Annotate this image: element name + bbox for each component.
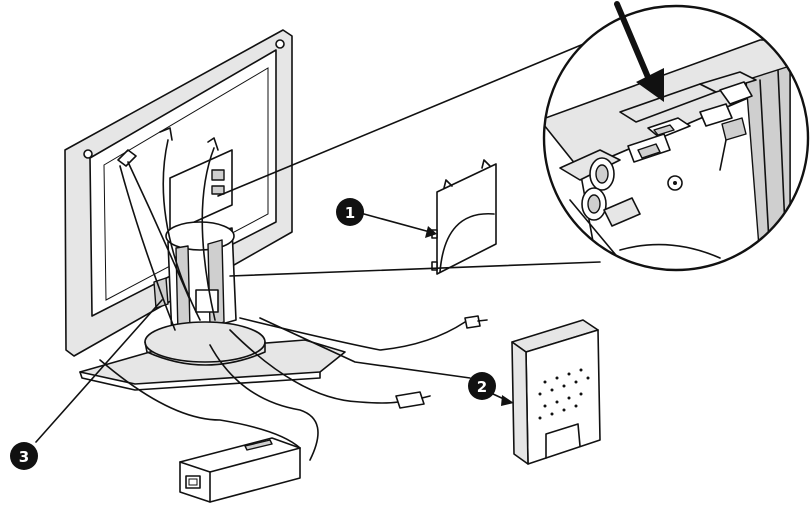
callout-label: 1: [345, 204, 355, 222]
detail-magnifier: [542, 4, 810, 272]
monitor: [64, 29, 346, 391]
connector-cover: [431, 159, 497, 275]
callout-badge-2: 2: [468, 372, 496, 400]
rca-plug-icon: [464, 315, 481, 329]
down-arrow-icon: [614, 1, 664, 102]
screw-icon: [83, 149, 93, 159]
callout-label: 3: [19, 448, 29, 466]
stand-back-cover: [511, 319, 601, 465]
vent-holes: [538, 368, 590, 420]
screw-icon: [275, 39, 285, 49]
callout-badge-3: 3: [10, 442, 38, 470]
stand-clip: [195, 289, 219, 313]
magnifier-line-top: [217, 37, 599, 197]
dc-plug-icon: [395, 391, 425, 409]
magnifier-line-bottom: [229, 261, 601, 277]
port-icon: [211, 185, 225, 195]
callout-label: 2: [477, 378, 487, 396]
stand-neck-top: [165, 221, 235, 251]
callout-2-leader: [259, 317, 471, 379]
port-icon: [211, 169, 225, 181]
power-adapter: [179, 437, 301, 503]
cables: [99, 127, 488, 461]
callout-3-leader: [35, 299, 163, 443]
stand-foot: [144, 321, 266, 363]
callout-1-leader: [363, 213, 431, 233]
callout-badge-1: 1: [336, 198, 364, 226]
power-socket-icon: [185, 475, 201, 489]
